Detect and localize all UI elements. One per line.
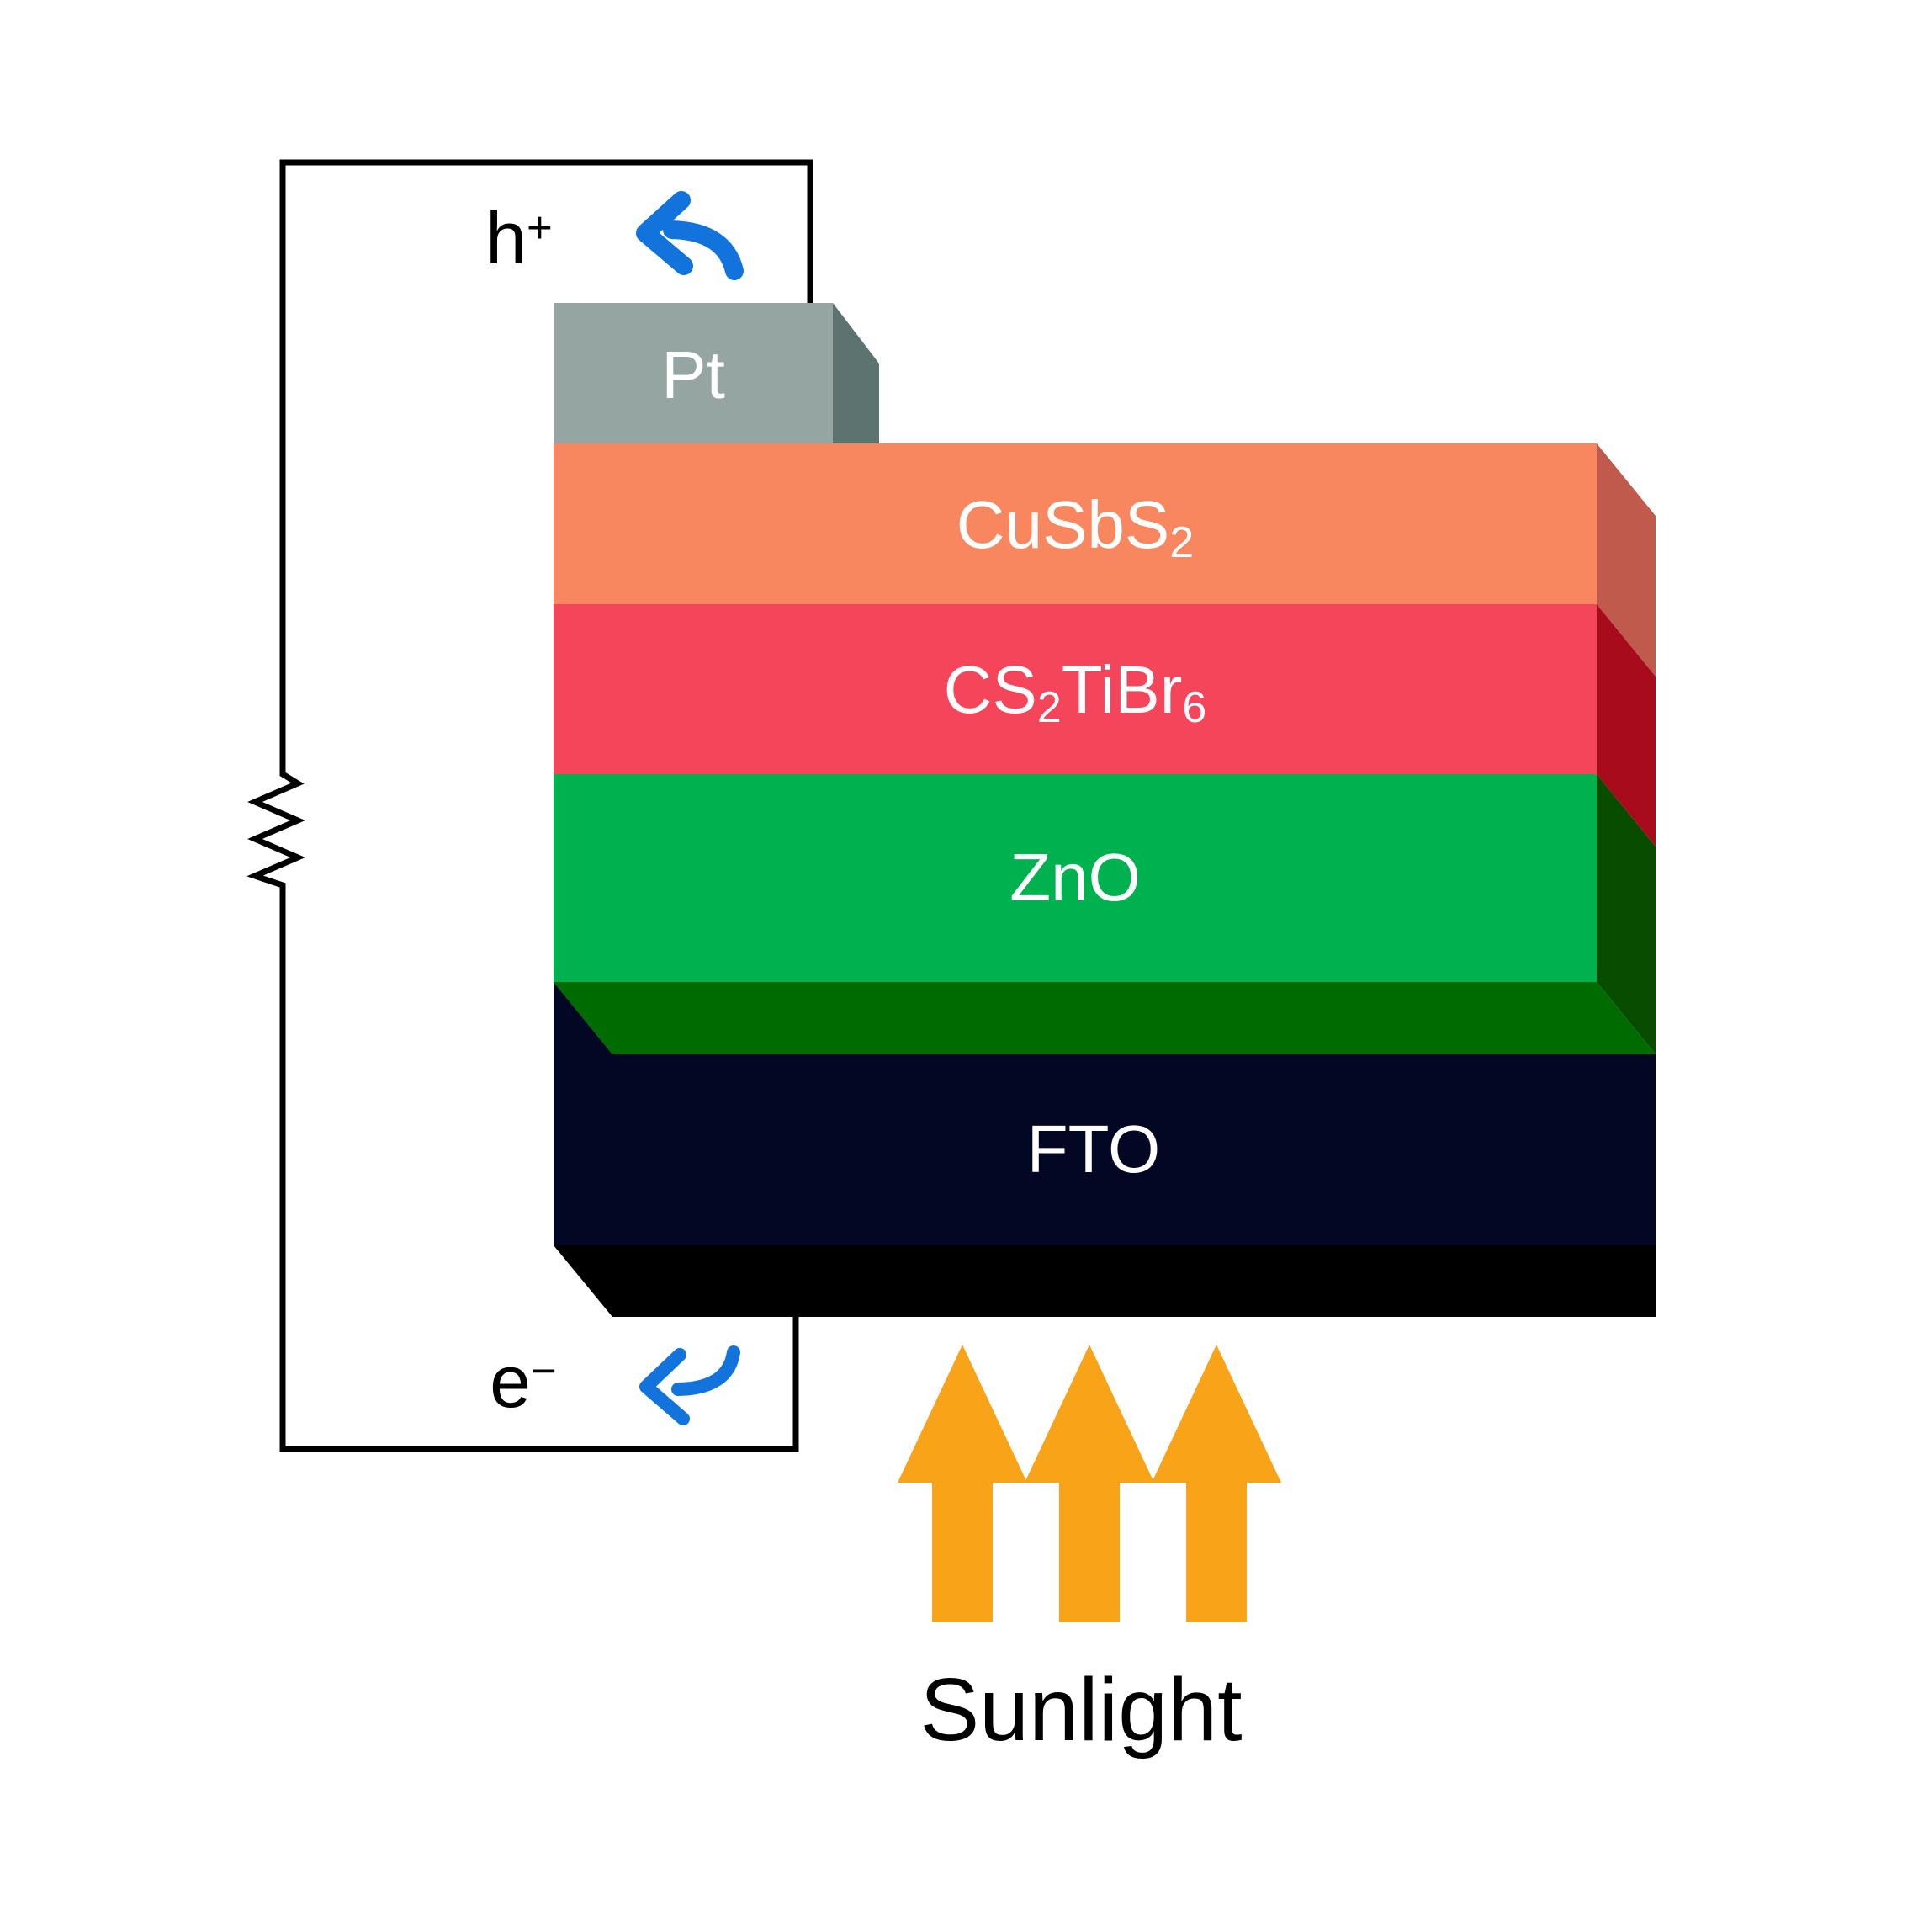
label-segment: 2: [1036, 683, 1062, 733]
electron-flow-arrow-icon: [639, 1346, 740, 1425]
pt-layer-front: [554, 303, 833, 443]
cs2tibr6-layer-side: [1597, 604, 1656, 847]
sunlight-arrow-icon: [898, 1345, 1027, 1622]
electron-label: e−: [490, 1345, 557, 1419]
label-segment: 2: [1169, 518, 1195, 568]
fto-layer-front: [554, 982, 1656, 1245]
circuit-wire: [246, 159, 813, 1452]
label-segment: Pt: [661, 337, 725, 412]
pt-layer-side: [833, 303, 879, 443]
zno-layer-bottom-face: [554, 982, 1656, 1054]
cusbs2-layer-front: [554, 443, 1597, 604]
label-segment: +: [527, 202, 553, 252]
hole-label: h+: [485, 201, 553, 275]
label-segment: TiBr: [1061, 652, 1183, 727]
sunlight-arrow-icon: [1152, 1345, 1281, 1622]
label-segment: e: [490, 1340, 532, 1423]
label-segment: ZnO: [1009, 840, 1141, 915]
label-segment: CS: [943, 652, 1037, 727]
zno-layer-front: [554, 774, 1597, 982]
label-segment: 6: [1182, 683, 1207, 733]
label-segment: CuSbS: [956, 487, 1170, 562]
cs2tibr6-layer-front: [554, 604, 1597, 774]
cs2tibr6-layer-label: CS2TiBr6: [943, 652, 1207, 730]
cusbs2-layer-label: CuSbS2: [956, 487, 1194, 565]
cusbs2-layer-side: [1597, 443, 1656, 677]
label-segment: −: [531, 1346, 557, 1396]
sunlight-arrows: [898, 1345, 1281, 1622]
zno-layer-label: ZnO: [1009, 844, 1141, 911]
label-segment: h: [485, 196, 527, 279]
sunlight-arrow-icon: [1025, 1345, 1154, 1622]
hole-flow-arrow-icon: [636, 191, 744, 280]
fto-layer-label: FTO: [1027, 1116, 1161, 1183]
label-segment: Sunlight: [919, 1660, 1243, 1760]
pt-layer-label: Pt: [661, 342, 725, 409]
sunlight-label: Sunlight: [919, 1665, 1242, 1754]
fto-layer-bottom-face: [554, 1245, 1656, 1317]
label-segment: FTO: [1026, 1112, 1161, 1186]
zno-layer-side: [1597, 774, 1656, 1054]
